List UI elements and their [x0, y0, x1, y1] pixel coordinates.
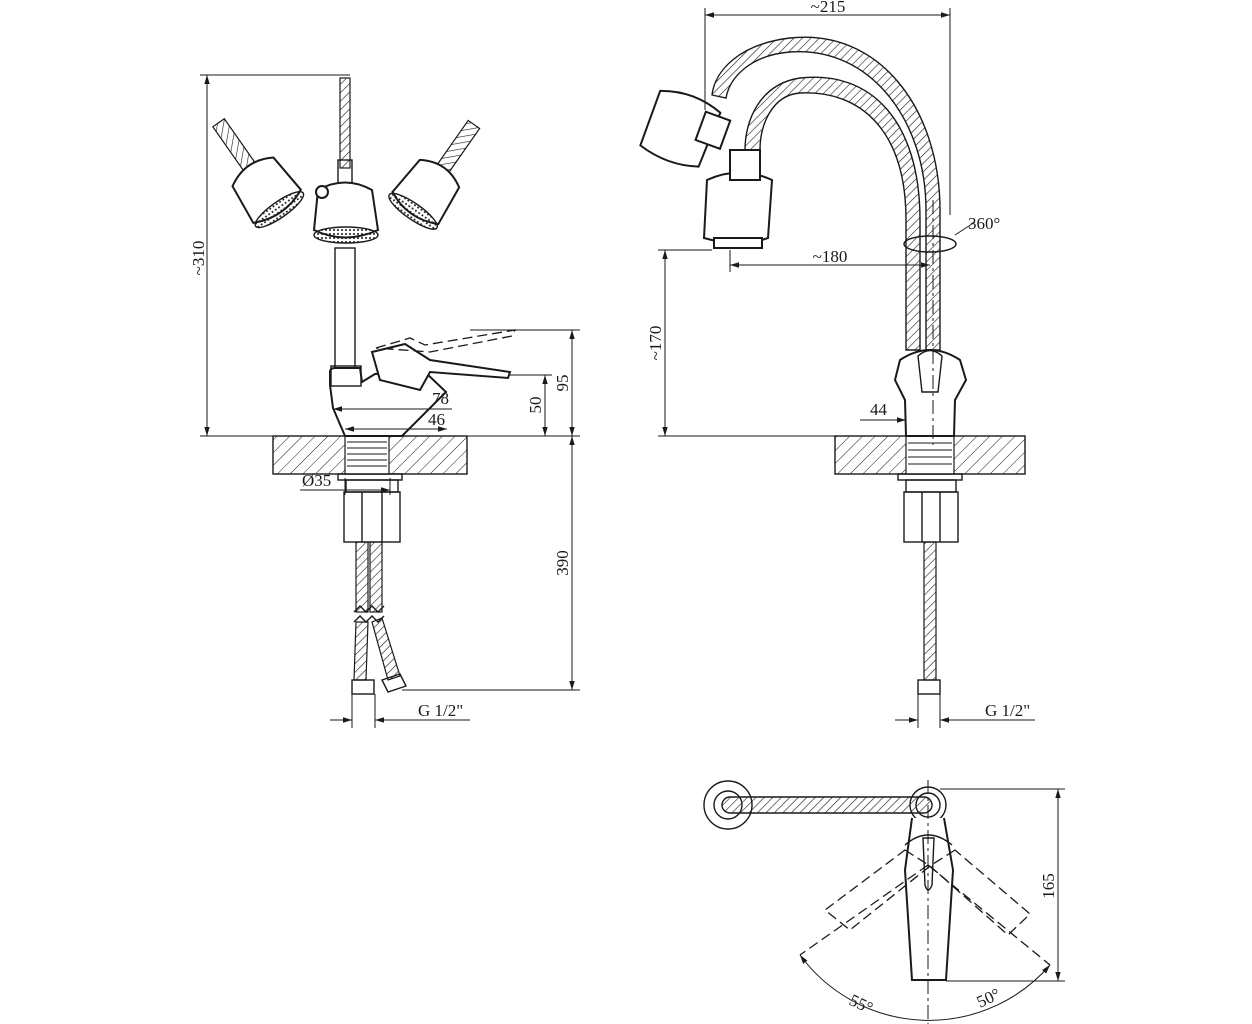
dim-lever-height: 50: [526, 397, 545, 414]
shower-head-right: [388, 119, 481, 230]
dim-lever-width: 78: [432, 389, 449, 408]
dim-height-total: ~310: [189, 241, 208, 276]
spray-head-front: [702, 149, 774, 249]
front-view: ~215 360° ~180 ~170 44 G 1/2": [639, 0, 1035, 728]
top-view: 165 55° 50°: [703, 780, 1065, 1024]
dim-thread-left: G 1/2": [418, 701, 463, 720]
dim-total-width: ~215: [811, 0, 846, 16]
front-dimension-lines: [658, 8, 1035, 728]
spout-flexible: [744, 76, 921, 351]
shower-head-center: [312, 181, 380, 244]
dim-angle-left: 55°: [846, 990, 876, 1017]
lever-top: [903, 817, 955, 981]
dim-spout-reach: ~180: [813, 247, 848, 266]
shower-head-left: [212, 117, 305, 229]
spout-tube: [334, 247, 356, 369]
dim-base-width: 44: [870, 400, 888, 419]
spray-head-rotated: [639, 89, 732, 168]
side-view: ~310 78 46 50 95 Ø35 390 G 1/2": [189, 74, 580, 728]
dim-spout-height: ~170: [646, 326, 665, 361]
faucet-body: [893, 349, 968, 437]
dim-base-width: 46: [428, 410, 445, 429]
dim-mount-diameter: Ø35: [302, 471, 331, 490]
supply-hoses: [351, 541, 407, 695]
top-dimension-lines: [940, 788, 1065, 982]
dim-depth: 165: [1039, 873, 1058, 899]
fixing-nut: [343, 491, 401, 543]
thread-lines: [347, 441, 387, 467]
dim-hose-length: 390: [553, 550, 572, 576]
dim-angle-right: 50°: [974, 984, 1004, 1011]
dim-rotation: 360°: [968, 214, 1000, 233]
supply-hose: [923, 541, 937, 681]
spout-top: [721, 796, 933, 814]
side-dimension-lines: [200, 74, 580, 728]
dim-thread-right: G 1/2": [985, 701, 1030, 720]
lever: [370, 342, 512, 392]
dim-body-height: 95: [553, 375, 572, 392]
flex-hose: [339, 77, 351, 169]
fixing-nut: [903, 491, 959, 543]
